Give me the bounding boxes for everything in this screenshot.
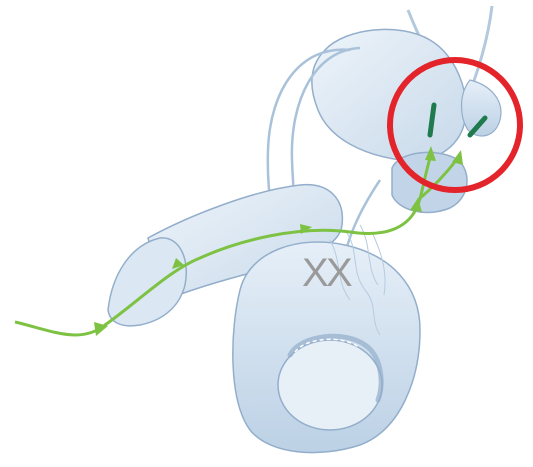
seminal-vesicle (462, 80, 501, 136)
x-mark-icon: X (302, 251, 329, 295)
x-mark-icon: X (326, 251, 353, 295)
